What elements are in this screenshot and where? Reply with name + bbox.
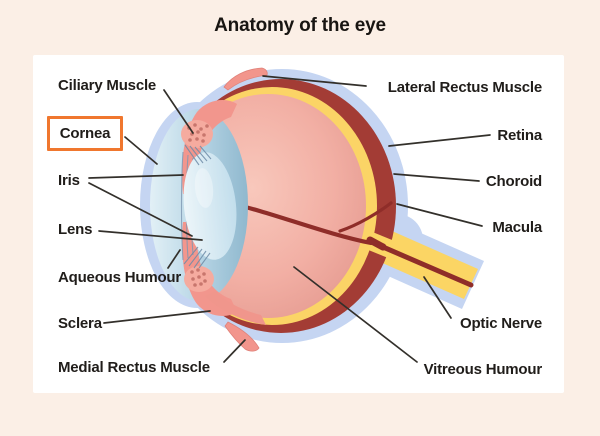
pointer-line-cornea — [124, 136, 158, 165]
label-retina: Retina — [497, 127, 542, 144]
zonule-fans — [183, 144, 212, 269]
label-lens: Lens — [58, 221, 93, 238]
label-cornea: Cornea — [59, 125, 111, 142]
label-aqueous-humour: Aqueous Humour — [58, 269, 182, 286]
lens-shape — [183, 152, 237, 260]
page-title: Anatomy of the eye — [214, 15, 386, 36]
label-macula: Macula — [492, 219, 542, 236]
pointer-line-lateral-rectus — [262, 75, 367, 87]
pointer-line-ciliary-muscle — [163, 89, 194, 134]
label-sclera: Sclera — [58, 315, 102, 332]
label-choroid: Choroid — [485, 173, 542, 190]
label-cornea-highlight-box[interactable]: Cornea — [47, 116, 123, 151]
pointer-line-lens — [98, 230, 203, 241]
label-iris: Iris — [58, 172, 80, 189]
pointer-line-medial-rectus — [223, 339, 246, 363]
label-ciliary-muscle: Ciliary Muscle — [58, 77, 157, 94]
label-optic-nerve: Optic Nerve — [460, 315, 542, 332]
label-lateral-rectus-muscle: Lateral Rectus Muscle — [387, 79, 542, 96]
label-medial-rectus-muscle: Medial Rectus Muscle — [58, 359, 210, 376]
pointer-line-aqueous-humour — [167, 249, 181, 269]
pointer-line-choroid — [393, 173, 480, 182]
pointer-line-optic-nerve — [423, 276, 452, 319]
lens-highlight — [194, 168, 214, 208]
ciliary-muscle-top — [181, 120, 213, 148]
pointer-line-iris-top — [88, 174, 184, 179]
pointer-lines — [88, 75, 491, 363]
pointer-line-macula — [396, 203, 483, 227]
pointer-line-vitreous-humour — [293, 266, 418, 363]
lateral-rectus-shape — [223, 67, 268, 91]
label-vitreous-humour: Vitreous Humour — [423, 361, 543, 378]
pointer-line-retina — [388, 134, 491, 147]
front-bottom-band — [205, 291, 266, 325]
pointer-line-sclera — [103, 310, 211, 324]
pointer-line-iris-bottom — [88, 182, 193, 237]
medial-rectus-shape — [224, 321, 260, 352]
ciliary-muscle-bottom — [184, 266, 214, 292]
